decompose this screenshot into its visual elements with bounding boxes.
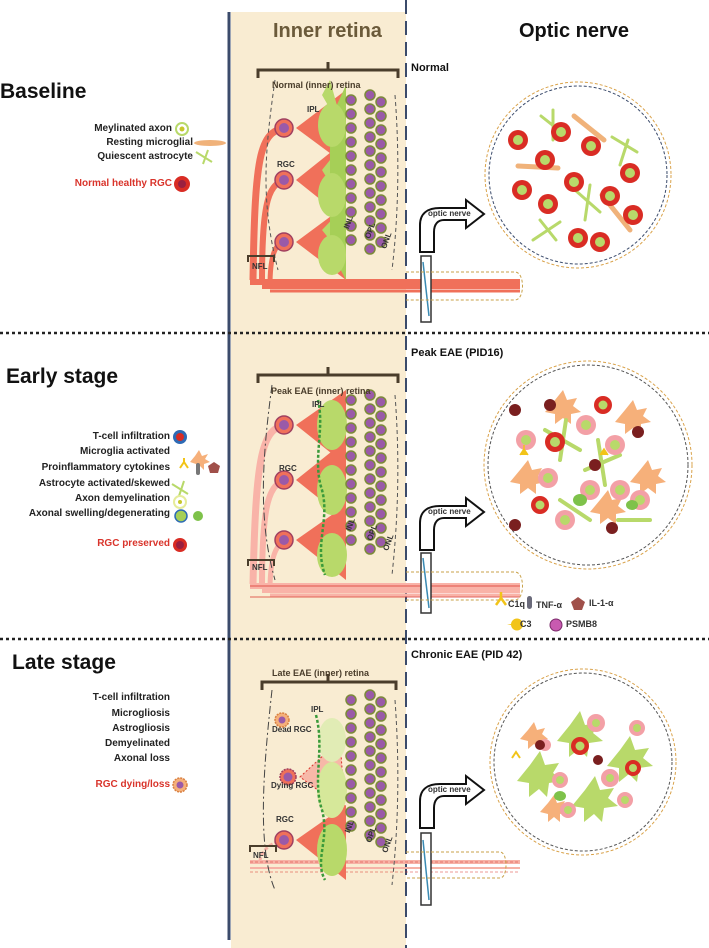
stage-title-early: Early stage bbox=[6, 365, 119, 388]
legend-early-5: Axonal swelling/degenerating bbox=[28, 508, 170, 519]
legend-icons-early bbox=[171, 430, 220, 552]
cytokine-tnf: TNF-α bbox=[536, 600, 563, 610]
layer-rgc-early: RGC bbox=[279, 464, 297, 473]
layer-ipl-late: IPL bbox=[311, 705, 324, 714]
baseline-retina bbox=[247, 62, 520, 293]
nerve-peak bbox=[483, 360, 693, 570]
optic-nerve-arrow-label-1: optic nerve bbox=[428, 209, 471, 218]
cytokine-c3: C3 bbox=[520, 619, 532, 629]
legend-baseline-2: Quiescent astrocyte bbox=[97, 151, 193, 162]
legend-early-0: T-cell infiltration bbox=[92, 431, 170, 442]
cytokine-il1: IL-1-α bbox=[589, 598, 614, 608]
cytokine-c1q: C1q bbox=[508, 599, 526, 609]
early-retina bbox=[247, 367, 520, 598]
nerve-tubes bbox=[406, 271, 523, 879]
layer-rgc-baseline: RGC bbox=[277, 160, 295, 169]
condition-peak: Peak EAE (PID16) bbox=[411, 347, 504, 359]
retina-label-peak: Peak EAE (inner) retina bbox=[271, 386, 371, 396]
layer-ipl-baseline: IPL bbox=[307, 105, 320, 114]
layer-ipl-early: IPL bbox=[312, 400, 325, 409]
cytokine-legend-icons bbox=[494, 592, 585, 632]
condition-normal: Normal bbox=[411, 62, 449, 74]
nerve-chronic bbox=[489, 668, 677, 856]
nerve-normal bbox=[484, 81, 672, 269]
optic-nerve-arrows bbox=[419, 197, 486, 829]
layer-rgc-late: RGC bbox=[276, 815, 294, 824]
retina-label-late: Late EAE (inner) retina bbox=[272, 668, 370, 678]
optic-nerve-arrow-label-3: optic nerve bbox=[428, 785, 471, 794]
stage-title-late: Late stage bbox=[12, 651, 116, 674]
layer-nfl-early: NFL bbox=[252, 563, 268, 572]
legend-early-3: Astrocyte activated/skewed bbox=[38, 478, 170, 489]
legend-early-1: Microglia activated bbox=[79, 446, 170, 457]
layer-dead-rgc: Dead RGC bbox=[272, 725, 312, 734]
legend-late-4: Axonal loss bbox=[113, 753, 170, 764]
legend-icons-late bbox=[172, 777, 188, 793]
optic-nerve-arrow-label-2: optic nerve bbox=[428, 507, 471, 516]
legend-late-0: T-cell infiltration bbox=[92, 692, 170, 703]
legend-baseline-1: Resting microglial bbox=[106, 137, 193, 148]
layer-dying-rgc: Dying RGC bbox=[271, 781, 314, 790]
legend-early-4: Axon demyelination bbox=[74, 493, 170, 504]
stage-title-baseline: Baseline bbox=[0, 80, 87, 103]
nerve-connectors bbox=[420, 255, 432, 906]
late-retina bbox=[249, 674, 520, 891]
layer-nfl-late: NFL bbox=[253, 851, 269, 860]
optic-nerve-header: Optic nerve bbox=[519, 20, 630, 42]
inner-retina-header: Inner retina bbox=[273, 20, 382, 42]
legend-late-3: Demyelinated bbox=[104, 738, 170, 749]
retina-label-baseline: Normal (inner) retina bbox=[272, 80, 361, 90]
cytokine-psmb8: PSMB8 bbox=[566, 619, 598, 629]
legend-early-rgc: RGC preserved bbox=[97, 538, 170, 549]
legend-early-2: Proinflammatory cytokines bbox=[41, 462, 170, 473]
legend-late-rgc: RGC dying/loss bbox=[95, 779, 170, 790]
legend-baseline-0: Meylinated axon bbox=[94, 123, 172, 134]
legend-baseline-rgc: Normal healthy RGC bbox=[74, 178, 172, 189]
legend-late-1: Microgliosis bbox=[111, 708, 170, 719]
layer-nfl-baseline: NFL bbox=[252, 262, 268, 271]
condition-chronic: Chronic EAE (PID 42) bbox=[411, 649, 523, 661]
legend-icons-baseline bbox=[174, 122, 226, 192]
legend-late-2: Astrogliosis bbox=[112, 723, 170, 734]
